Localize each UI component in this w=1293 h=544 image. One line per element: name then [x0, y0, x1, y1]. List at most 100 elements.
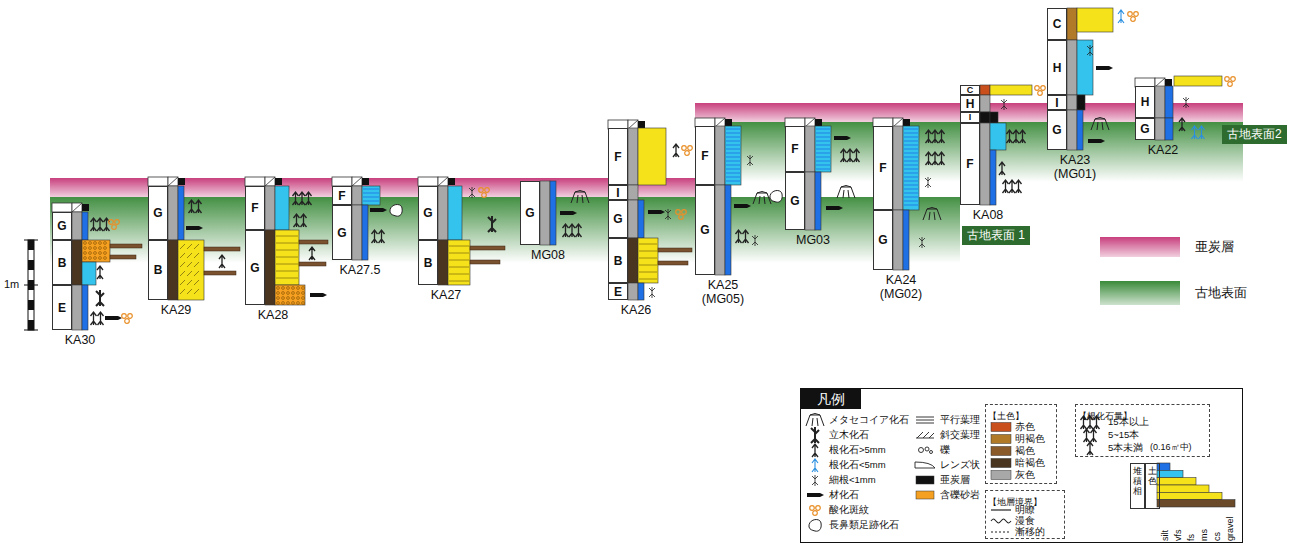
gravel-mark — [302, 292, 305, 295]
lithology-bar — [275, 285, 305, 305]
root-mark — [999, 162, 1005, 175]
cross-lamination — [180, 280, 185, 285]
lithology-bar — [362, 205, 368, 260]
section-name: KA23 — [1047, 153, 1103, 167]
unit-cell: I — [1047, 95, 1067, 110]
ox-symbol — [479, 188, 490, 198]
header-diagonal — [438, 177, 448, 186]
oxidation-spot — [482, 193, 487, 198]
unit-letter: B — [614, 255, 623, 267]
unit-cell: F — [608, 128, 628, 185]
root2-symbol — [294, 214, 307, 227]
unit-cell: E — [608, 283, 628, 300]
lines-symbol — [916, 417, 934, 423]
section-column: KA29GB — [148, 177, 204, 317]
lamination-line — [816, 161, 830, 162]
unit-cell: B — [52, 240, 72, 285]
broot2-symbol — [1192, 126, 1205, 139]
scale-bar — [24, 240, 38, 330]
root-mark — [293, 192, 299, 205]
lithology-bar — [815, 126, 831, 172]
lamination-line — [904, 197, 918, 198]
oxidation-spot — [1225, 77, 1230, 82]
gravel-mark — [292, 287, 295, 290]
header-diagonal — [352, 177, 362, 186]
legend-text: 立木化石 — [829, 429, 869, 440]
scale-tick — [24, 240, 38, 241]
unit-letter: H — [1141, 96, 1150, 108]
section-name: (MG02) — [873, 287, 929, 301]
unit-letter: I — [1055, 97, 1058, 109]
cross-lamination — [194, 289, 199, 294]
wood-fossil — [310, 293, 327, 297]
tree-symbol — [811, 427, 819, 443]
grain-size-label: cs — [1212, 532, 1222, 541]
ox-symbol — [1035, 86, 1046, 96]
wood-fossil — [826, 206, 843, 210]
lithology-bar — [1165, 118, 1173, 140]
root-mark — [97, 218, 103, 231]
tree-symbol — [488, 216, 496, 232]
scale-segment — [28, 270, 34, 280]
legend-text: レンズ状 — [940, 459, 980, 470]
header-mark — [448, 178, 455, 185]
header-cell — [715, 118, 725, 127]
lamination-line — [904, 193, 918, 194]
gravel-mark — [94, 252, 97, 255]
unit-cell: B — [608, 238, 628, 283]
lamination-line — [904, 145, 918, 146]
lamination-line — [904, 181, 918, 182]
column-graphics — [52, 203, 142, 330]
header-diagonal — [265, 177, 275, 186]
soil-color-strip — [352, 186, 362, 205]
grain-size-bar — [1157, 492, 1222, 499]
gravel-mark — [94, 242, 97, 245]
header-cell — [52, 203, 72, 212]
soil-color-strip — [72, 212, 82, 240]
column-graphics — [695, 118, 782, 275]
stump-symbol — [837, 186, 855, 199]
section-name: KA30 — [52, 333, 108, 347]
wood-symbol — [834, 136, 851, 140]
legend-text: 5~15本 — [1108, 429, 1139, 440]
bedding-line — [276, 236, 298, 237]
unit-letter: G — [700, 224, 709, 236]
legend-swatch — [991, 447, 1011, 456]
unit-letter: H — [966, 98, 975, 110]
fine-root — [747, 155, 753, 166]
gravel-mark — [930, 451, 933, 454]
gravel-mark — [302, 287, 305, 290]
root3-symbol — [293, 192, 312, 205]
unit-cell: G — [1135, 118, 1155, 140]
gravel-mark — [89, 252, 92, 255]
lamination-line — [363, 197, 379, 198]
gravel-mark — [99, 247, 102, 250]
gravel-mark — [104, 242, 107, 245]
oxidation-spot — [816, 506, 821, 511]
root-mark — [939, 152, 945, 165]
lithology-bar — [990, 85, 1032, 95]
bedding-line — [639, 265, 657, 266]
lamination-line — [904, 157, 918, 158]
bedding-line — [276, 250, 298, 251]
wood-fossil — [560, 211, 577, 215]
unit-letter: I — [969, 113, 972, 122]
wood-layer — [470, 260, 500, 264]
root-mark — [372, 230, 378, 243]
legend-swatch-shade — [1100, 281, 1180, 305]
metasequoia-stump — [1091, 118, 1109, 131]
cross-lamination — [187, 280, 192, 285]
lamination-line — [726, 141, 740, 142]
root-symbol — [219, 255, 225, 268]
gravel-mark — [277, 287, 280, 290]
fine-root — [1183, 97, 1189, 108]
node-text: 堆積相 — [1130, 463, 1145, 509]
gravel-mark — [94, 247, 97, 250]
unit-cell: G — [52, 212, 72, 240]
legend-swatch — [1100, 281, 1180, 305]
stump-symbol — [923, 208, 941, 221]
unit-letter: G — [250, 262, 259, 274]
cross-symbol — [916, 432, 934, 438]
legend-swatch-shade — [1100, 237, 1180, 257]
unit-cell: G — [520, 181, 540, 245]
